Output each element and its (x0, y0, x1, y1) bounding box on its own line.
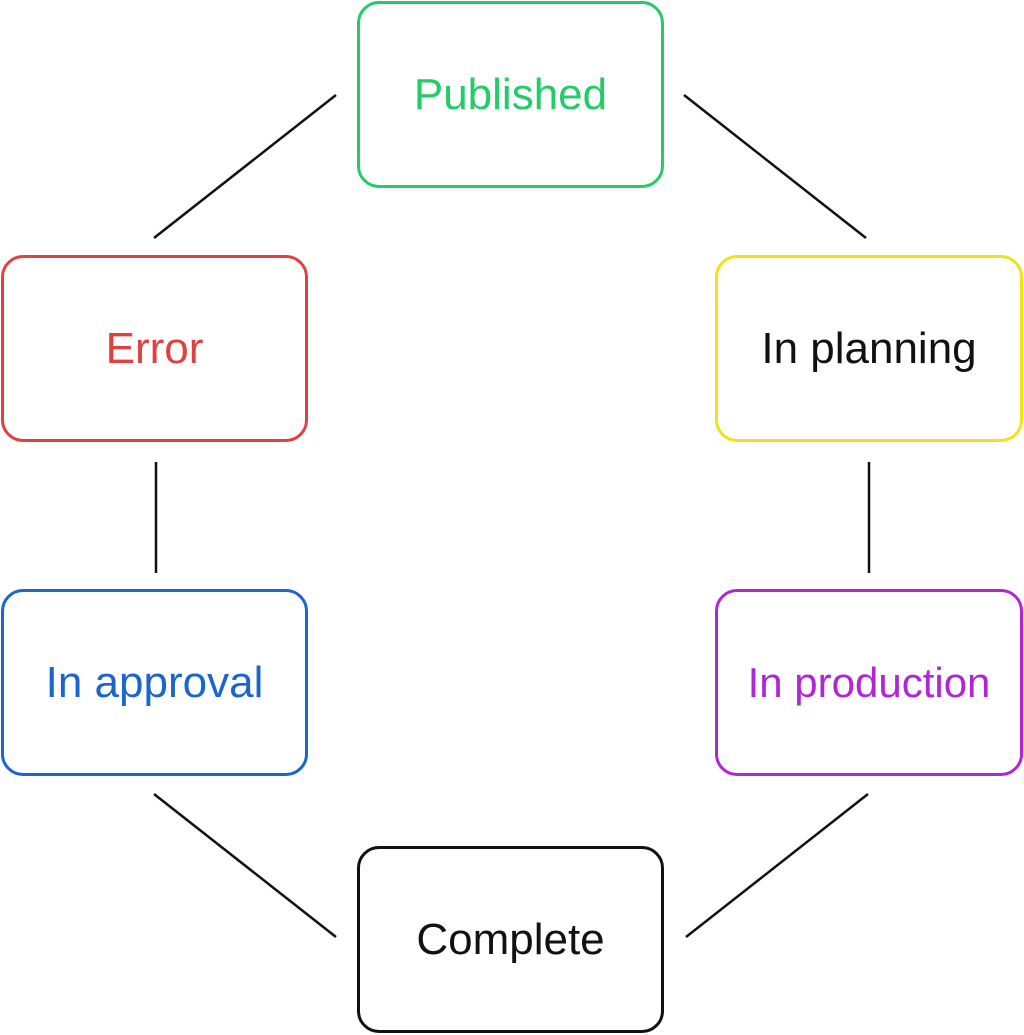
node-in-production-label: In production (747, 658, 991, 706)
node-complete-label: Complete (416, 914, 605, 964)
edge-published-planning (683, 94, 867, 239)
edge-complete-approval (153, 793, 337, 938)
node-in-planning-label: In planning (761, 323, 977, 373)
edge-production-complete (685, 793, 869, 938)
node-error-label: Error (105, 323, 204, 373)
node-in-production: In production (715, 589, 1023, 776)
edge-error-published (153, 94, 337, 239)
node-in-approval-label: In approval (45, 657, 264, 707)
node-error: Error (1, 255, 308, 442)
node-complete: Complete (357, 846, 664, 1033)
node-in-planning: In planning (715, 255, 1023, 442)
node-published: Published (357, 1, 664, 188)
node-published-label: Published (413, 69, 608, 119)
node-in-approval: In approval (1, 589, 308, 776)
